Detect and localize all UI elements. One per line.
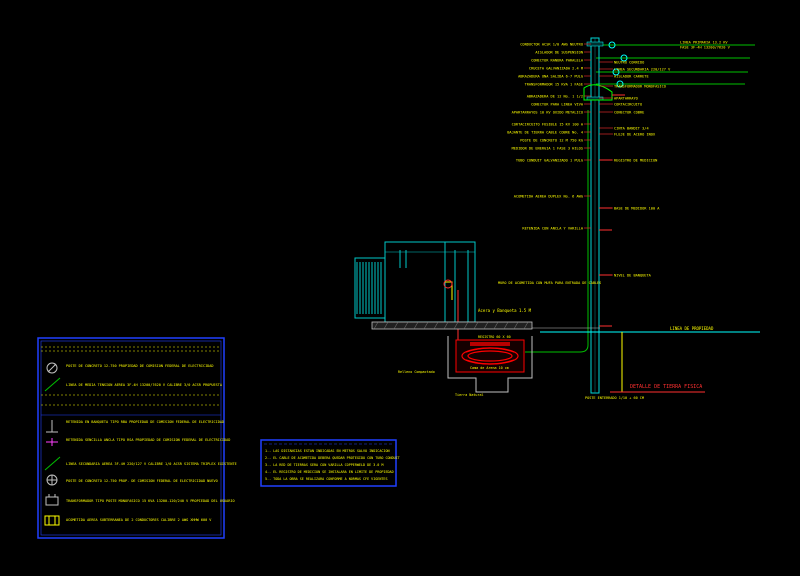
pole-left-label: ABRAZADERA UNA SALIDA 6-7 PULG (518, 75, 583, 79)
building (354, 241, 476, 345)
pole-right-label: APARTARRAYO (614, 97, 638, 101)
pole-right-label: FASE 3F-4H 13200/7620 V (680, 46, 731, 50)
legend-new-pole-icon (46, 474, 58, 486)
floor-slab (371, 321, 533, 330)
grounding-label: DETALLE DE TIERRA FISICA (630, 384, 702, 390)
legend-pole-icon (46, 362, 58, 374)
pit-label: Tierra Natural (455, 393, 484, 397)
pole-left-label: CORTACIRCUITO FUSIBLE 15 KV 100 A (512, 123, 584, 127)
pole-right-label: TRANSFORMADOR MONOFASICO (614, 85, 666, 89)
note-line: 4.- EL REGISTRO DE MEDICION SE INSTALARA… (265, 470, 394, 474)
legend-item-text: LINEA DE MEDIA TENSION AEREA 3F-4H 13200… (66, 383, 223, 387)
grounding-rod (610, 332, 705, 393)
pit-label: Relleno Compactado (398, 370, 435, 374)
pole-left-label: APARTARRAYOS 10 KV OXIDO METALICO (512, 111, 583, 115)
pole-left-label: TRANSFORMADOR 15 KVA 1 FASE (525, 83, 583, 87)
pole-left-label: TUBO CONDUIT GALVANIZADO 1 PULG (516, 159, 583, 163)
pole-left-label: MEDIDOR DE ENERGIA 1 FASE 3 HILOS (512, 147, 583, 151)
concrete-pole (586, 37, 604, 394)
legend-item-text: TRANSFORMADOR TIPO POSTE MONOFASICO 15 K… (66, 499, 235, 503)
ground-line-label: LINEA DE PROPIEDAD (670, 326, 714, 331)
sidewalk-label: Acera y Banqueta 1.5 M (478, 308, 532, 313)
legend-lv-line-icon (44, 456, 61, 471)
pole-left-label: RETENIDA CON ANCLA Y VARILLA (522, 227, 583, 231)
pole-right-label: AISLADOR CARRETE (614, 75, 649, 79)
legend-item-text: RETENIDA EN BANQUETA TIPO RBA PROPIEDAD … (66, 420, 224, 424)
legend-transformer-icon (45, 494, 59, 506)
pole-right-label: BASE DE MEDIDOR 100 A (614, 207, 660, 211)
note-line: 5.- TODA LA OBRA SE REALIZARA CONFORME A… (265, 477, 387, 481)
legend-mv-line-icon (44, 377, 61, 392)
pole-left-label: BAJANTE DE TIERRA CABLE COBRE No. 4 (507, 131, 583, 135)
pole-left-labels: CONDUCTOR ACSR 1/0 AWG NEUTRO AISLADOR DE… (507, 43, 584, 231)
pole-right-label: NIVEL DE BANQUETA (614, 274, 652, 278)
pole-right-label: CORTACIRCUITO (614, 103, 642, 107)
legend-item-text: POSTE DE CONCRETO 12-750 PROP. DE COMISI… (66, 479, 218, 483)
pole-left-label: ABRAZADERA DE 12 No. 1 1/2 (527, 95, 583, 99)
right-leaders (599, 61, 613, 276)
pole-left-label: POSTE DE CONCRETO 12 M 750 KG (520, 139, 583, 143)
pole-transformer (583, 84, 625, 101)
pole-right-label: FLEJE DE ACERO INOX (614, 133, 656, 137)
note-line: 3.- LA RED DE TIERRAS SERA CON VARILLA C… (265, 463, 383, 467)
pole-left-label: AISLADOR DE SUSPENSION (535, 51, 583, 55)
conduit-down (525, 110, 589, 353)
pole-left-label: ACOMETIDA AEREA DUPLEX No. 6 AWG (514, 195, 583, 199)
legend-guy-icon (46, 420, 58, 433)
legend-service-icon (44, 515, 60, 526)
pit-label: Cama de Arena 10 cm (470, 366, 509, 370)
pole-left-label: CONECTOR PARA LINEA VIVA (531, 103, 584, 107)
legend-item-text: POSTE DE CONCRETO 12-750 PROPIEDAD DE CO… (66, 364, 214, 368)
note-line: 2.- EL CABLE DE ACOMETIDA DEBERA QUEDAR … (265, 456, 400, 460)
legend-box: POSTE DE CONCRETO 12-750 PROPIEDAD DE CO… (37, 337, 237, 539)
pole-right-label: NEUTRO CORRIDO (614, 61, 644, 65)
pole-right-label: CINTA BANDIT 3/4 (614, 127, 649, 131)
pole-left-label: CRUCETA GALVANIZADA 2.4 M (529, 67, 584, 71)
legend-item-text: RETENIDA SENCILLA ANCLA TIPO RSA PROPIED… (66, 438, 230, 442)
pole-right-label: REGISTRO DE MEDICION (614, 159, 657, 163)
pit-label: REGISTRO 60 X 60 (478, 335, 511, 339)
pit-labels: REGISTRO 60 X 60 Cama de Arena 10 cm Relle… (398, 335, 511, 397)
legend-item-text: LINEA SECUNDARIA AEREA 3F-4H 220/127 V C… (66, 462, 237, 466)
misc-labels: LINEA DE PROPIEDAD DETALLE DE TIERRA FIS… (478, 281, 714, 400)
pole-right-label: LINEA PRIMARIA 13.2 KV (680, 41, 728, 45)
pole-left-label: CONECTOR RANURA PARALELA (531, 59, 584, 63)
insulators (608, 41, 628, 88)
meter-pit (447, 336, 533, 393)
note-line: 1.- LAS DISTANCIAS ESTAN INDICADAS EN ME… (265, 449, 390, 453)
left-leaders (584, 43, 591, 229)
notes-box: 1.- LAS DISTANCIAS ESTAN INDICADAS EN ME… (260, 439, 400, 487)
ground-line (530, 327, 760, 333)
legend-anchor-icon (46, 438, 58, 446)
pole-base-label: POSTE ENTERRADO 1/10 + 60 CM (585, 396, 644, 400)
pole-right-label: LINEA SECUNDARIA 220/127 V (614, 68, 671, 72)
pole-red-marks (599, 159, 612, 327)
primary-lines (596, 44, 755, 85)
pole-right-label: CONECTOR COBRE (614, 111, 644, 115)
pole-left-label: CONDUCTOR ACSR 1/0 AWG NEUTRO (520, 43, 583, 47)
legend-item-text: ACOMETIDA AEREA SUBTERRANEA DE 2 CONDUCT… (66, 518, 212, 522)
building-label: MURO DE ACOMETIDA CON MUFA PARA ENTRADA … (498, 281, 601, 285)
